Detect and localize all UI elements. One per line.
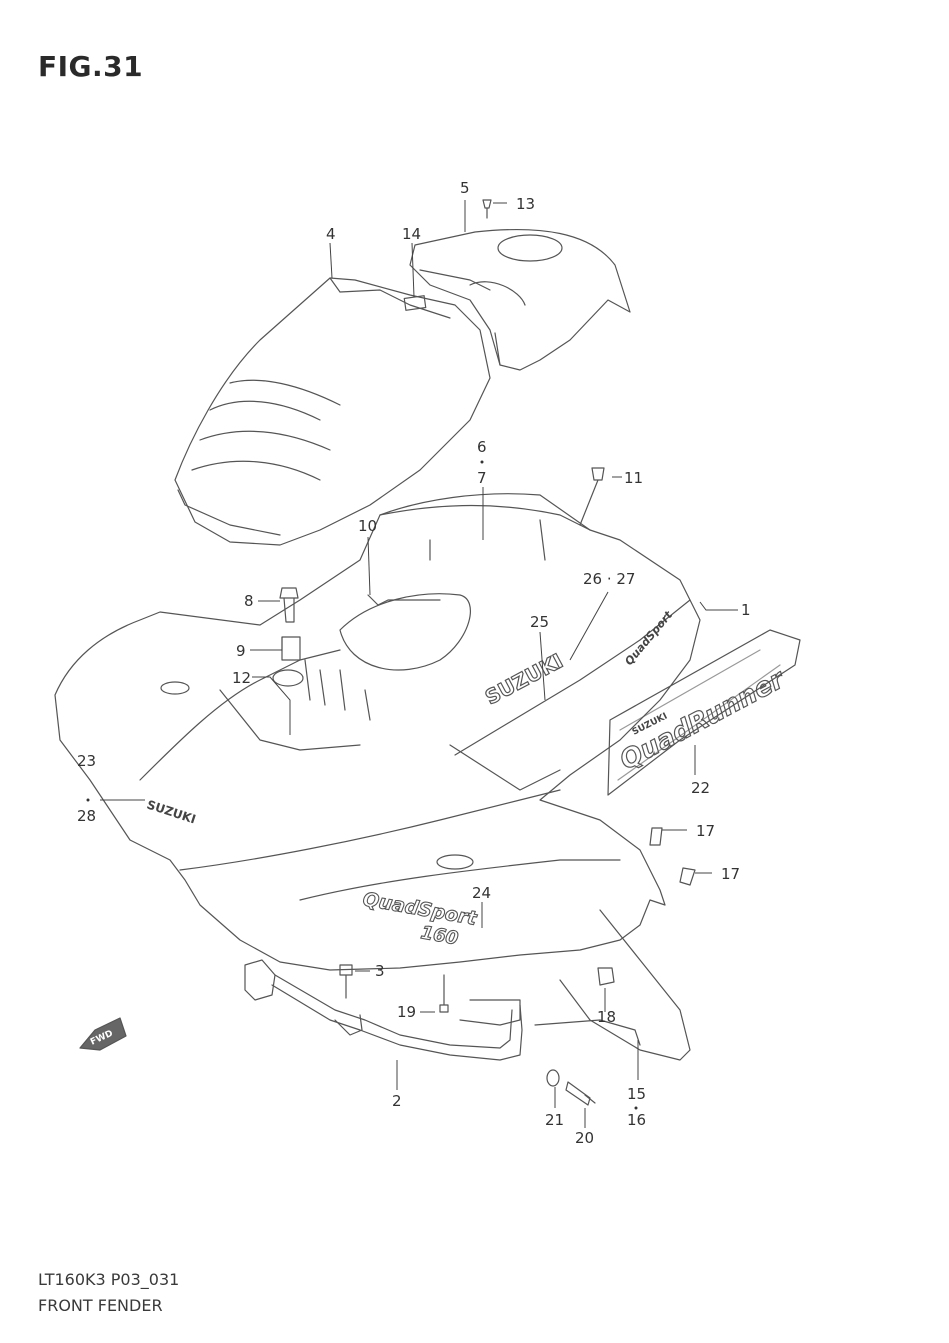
callout-25: 25 bbox=[530, 613, 549, 631]
part-22-decal-panel bbox=[607, 629, 801, 796]
part-15-bracket bbox=[534, 1019, 641, 1046]
callout-14: 14 bbox=[402, 225, 421, 243]
callout-21: 21 bbox=[545, 1111, 564, 1129]
part-9-collar bbox=[281, 636, 301, 661]
callout-11: 11 bbox=[624, 469, 643, 487]
callout-23: 23 bbox=[77, 752, 96, 770]
part-14-clip bbox=[403, 295, 427, 311]
callout-23-28-dot bbox=[86, 798, 90, 802]
callout-13: 13 bbox=[516, 195, 535, 213]
callout-15: 15 bbox=[627, 1085, 646, 1103]
callout-28: 28 bbox=[77, 807, 96, 825]
callout-10: 10 bbox=[358, 517, 377, 535]
callout-7: 7 bbox=[477, 469, 487, 487]
part-5-upper-cover bbox=[409, 228, 631, 371]
callout-5: 5 bbox=[460, 179, 470, 197]
callout-2: 2 bbox=[392, 1092, 402, 1110]
callout-8: 8 bbox=[244, 592, 254, 610]
callout-18: 18 bbox=[597, 1008, 616, 1026]
decal-suzuki-side: SUZUKI bbox=[481, 649, 567, 710]
part-3-bolt bbox=[339, 964, 353, 999]
part-20-bolt bbox=[565, 1081, 596, 1106]
part-4-fender-cover bbox=[174, 277, 491, 546]
decal-quadrunner: QuadRunner bbox=[615, 664, 791, 777]
part-8-bolt bbox=[279, 587, 299, 623]
decal-suzuki-front: SUZUKI bbox=[145, 798, 197, 827]
footer-diagram-name: FRONT FENDER bbox=[38, 1296, 163, 1315]
callout-4: 4 bbox=[326, 225, 336, 243]
part-21-nut bbox=[546, 1069, 560, 1087]
callout-3: 3 bbox=[375, 962, 385, 980]
callout-6: 6 bbox=[477, 438, 487, 456]
part-12-grommet bbox=[272, 669, 304, 687]
callout-17-upper: 17 bbox=[696, 822, 715, 840]
decal-small-script: QuadSport bbox=[622, 608, 675, 668]
decal-quadsport: QuadSport bbox=[361, 888, 479, 930]
part-19-screw bbox=[439, 974, 449, 1013]
part-17-screw-lower bbox=[679, 867, 696, 886]
part-17-screw-upper bbox=[649, 827, 663, 846]
callout-16: 16 bbox=[627, 1111, 646, 1129]
part-11-bolt bbox=[579, 467, 605, 526]
part-10-screw bbox=[367, 594, 441, 606]
callout-22: 22 bbox=[691, 779, 710, 797]
callout-19: 19 bbox=[397, 1003, 416, 1021]
callout-17-lower: 17 bbox=[721, 865, 740, 883]
callout-12: 12 bbox=[232, 669, 251, 687]
callout-20: 20 bbox=[575, 1129, 594, 1147]
callout-24: 24 bbox=[472, 884, 491, 902]
figure-title: FIG.31 bbox=[38, 50, 144, 83]
callout-15-16-dot bbox=[634, 1106, 638, 1110]
part-1-front-fender bbox=[54, 493, 701, 1061]
part-2-bumper-bar bbox=[244, 959, 523, 1061]
callout-26-27: 26 · 27 bbox=[583, 570, 635, 588]
decal-160: 160 bbox=[419, 922, 460, 949]
footer-diagram-code: LT160K3 P03_031 bbox=[38, 1270, 180, 1289]
fwd-arrow bbox=[79, 1017, 127, 1051]
callout-6-7-dot bbox=[480, 460, 484, 464]
callout-9: 9 bbox=[236, 642, 246, 660]
part-18-clip bbox=[597, 967, 615, 986]
part-13-screw bbox=[482, 199, 492, 219]
callout-1: 1 bbox=[741, 601, 751, 619]
